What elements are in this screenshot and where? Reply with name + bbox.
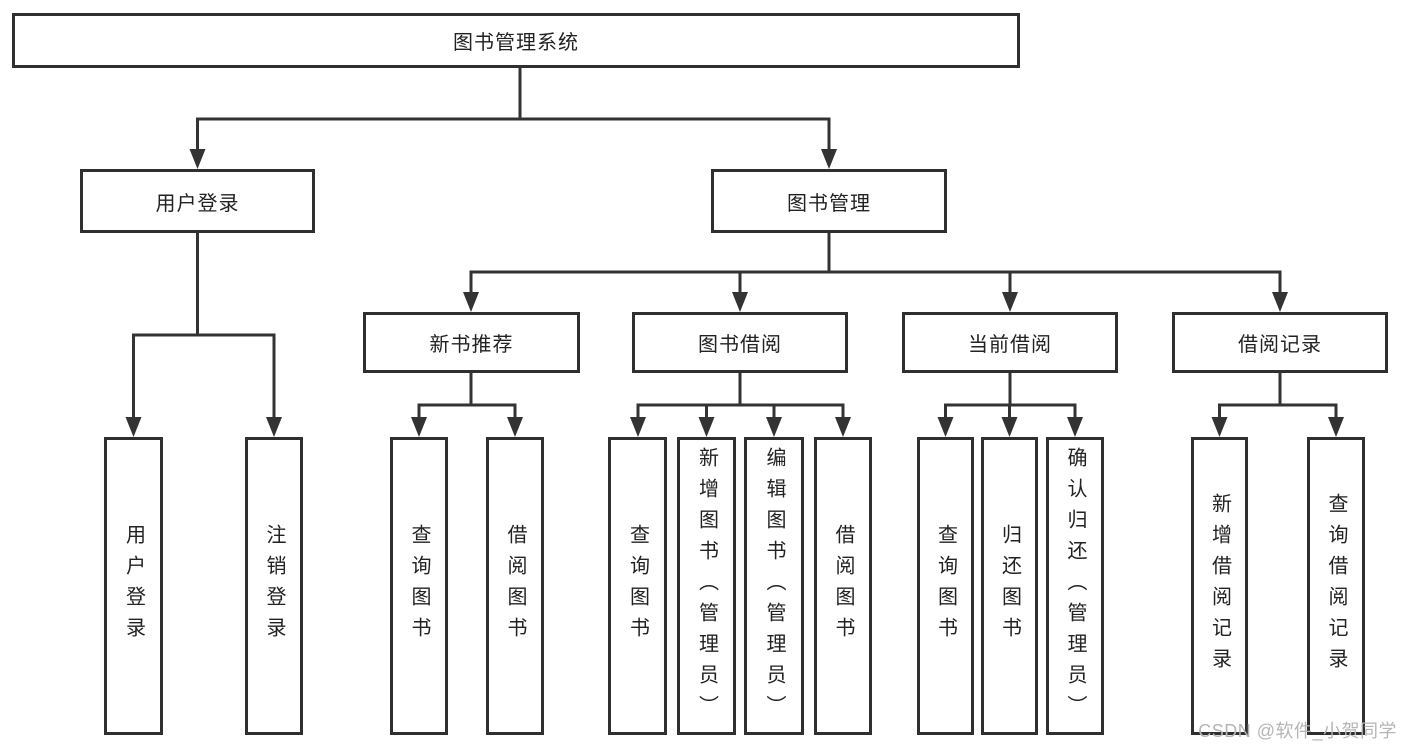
leaf-add-books-admin-label: 新增图书（管理员）: [695, 446, 718, 726]
leaf-user-login-label: 用户登录: [122, 524, 145, 648]
leaf-query-books-current-label: 查询图书: [934, 524, 957, 648]
leaf-return-books-label: 归还图书: [998, 524, 1021, 648]
leaf-query-books-borrow: 查询图书: [608, 437, 667, 735]
watermark: CSDN @软件_小贺同学: [1198, 721, 1397, 741]
node-book-borrow-label: 图书借阅: [698, 334, 782, 356]
leaf-borrow-books-label: 借阅图书: [832, 524, 854, 648]
leaf-borrow-books-recommend-label: 借阅图书: [504, 524, 526, 648]
node-user-login-label: 用户登录: [155, 192, 240, 215]
node-library-system-label: 图书管理系统: [453, 32, 579, 54]
leaf-return-books: 归还图书: [981, 437, 1038, 735]
leaf-query-books-recommend: 查询图书: [390, 437, 448, 735]
leaf-user-login: 用户登录: [104, 437, 163, 735]
leaf-query-books-borrow-label: 查询图书: [626, 524, 649, 648]
leaf-confirm-return-admin: 确认归还（管理员）: [1046, 437, 1104, 735]
leaf-edit-books-admin-label: 编辑图书（管理员）: [763, 446, 785, 726]
node-new-book-recommend: 新书推荐: [363, 312, 580, 373]
leaf-logout-label: 注销登录: [263, 524, 285, 648]
node-user-login: 用户登录: [80, 169, 315, 233]
node-borrow-records-label: 借阅记录: [1238, 334, 1322, 356]
leaf-add-borrow-record-label: 新增借阅记录: [1208, 493, 1231, 679]
leaf-query-borrow-record: 查询借阅记录: [1307, 437, 1365, 735]
leaf-borrow-books: 借阅图书: [814, 437, 872, 735]
leaf-edit-books-admin: 编辑图书（管理员）: [744, 437, 804, 735]
leaf-query-books-current: 查询图书: [917, 437, 974, 735]
leaf-logout: 注销登录: [245, 437, 303, 735]
node-current-borrow-label: 当前借阅: [968, 334, 1052, 356]
node-book-management-label: 图书管理: [787, 192, 871, 215]
leaf-add-borrow-record: 新增借阅记录: [1191, 437, 1248, 735]
leaf-confirm-return-admin-label: 确认归还（管理员）: [1064, 446, 1086, 726]
node-borrow-records: 借阅记录: [1172, 312, 1388, 373]
leaf-query-borrow-record-label: 查询借阅记录: [1325, 493, 1347, 679]
node-book-borrow: 图书借阅: [632, 312, 848, 373]
leaf-borrow-books-recommend: 借阅图书: [486, 437, 544, 735]
node-library-system: 图书管理系统: [12, 13, 1020, 68]
leaf-query-books-recommend-label: 查询图书: [408, 524, 430, 648]
leaf-add-books-admin: 新增图书（管理员）: [677, 437, 736, 735]
node-current-borrow: 当前借阅: [902, 312, 1118, 373]
node-new-book-recommend-label: 新书推荐: [429, 334, 514, 356]
node-book-management: 图书管理: [711, 169, 947, 233]
